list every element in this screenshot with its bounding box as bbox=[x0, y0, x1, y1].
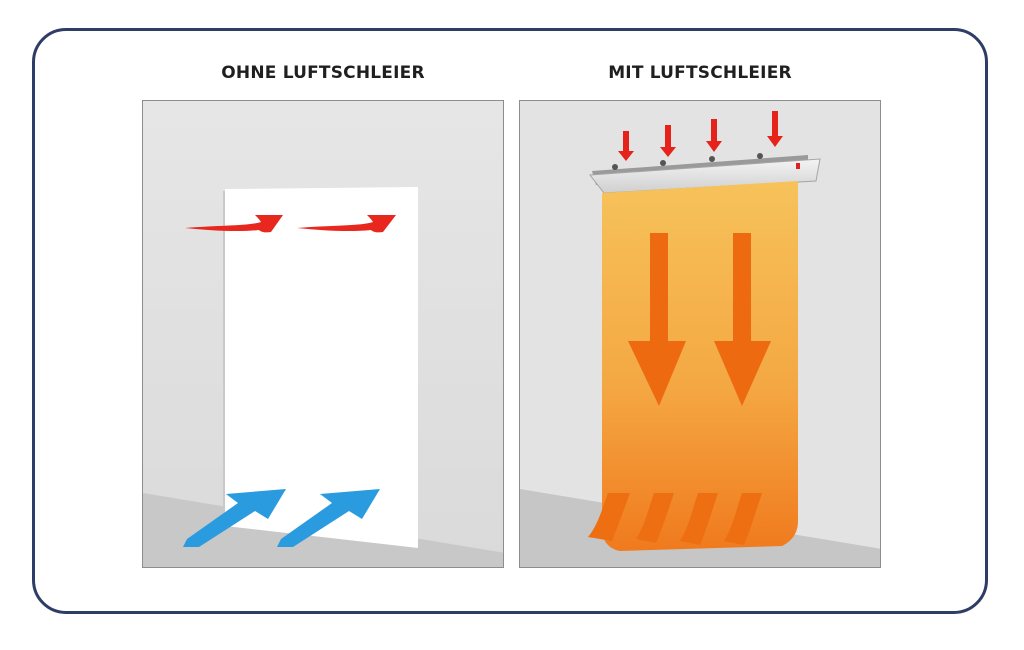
panel-without-air-curtain bbox=[142, 100, 504, 568]
open-doorway bbox=[225, 187, 418, 548]
curtain-folds bbox=[588, 493, 762, 545]
airflow-arrow-1 bbox=[628, 233, 686, 406]
panel-title-with: MIT LUFTSCHLEIER bbox=[608, 63, 792, 83]
warm-air-arrow-1 bbox=[185, 215, 283, 233]
scene-with-curtain bbox=[520, 101, 880, 567]
intake-arrows bbox=[618, 111, 783, 161]
warm-air-arrow-2 bbox=[297, 215, 396, 233]
panel-title-without: OHNE LUFTSCHLEIER bbox=[221, 63, 425, 83]
cold-air-arrow-2 bbox=[277, 489, 380, 547]
air-curtain-unit bbox=[589, 158, 821, 194]
panel-with-air-curtain bbox=[519, 100, 881, 568]
airflow-arrow-2 bbox=[714, 233, 771, 406]
cold-air-arrow-1 bbox=[183, 489, 286, 547]
scene-without-curtain bbox=[143, 101, 503, 567]
airflow-arrows bbox=[628, 233, 771, 406]
